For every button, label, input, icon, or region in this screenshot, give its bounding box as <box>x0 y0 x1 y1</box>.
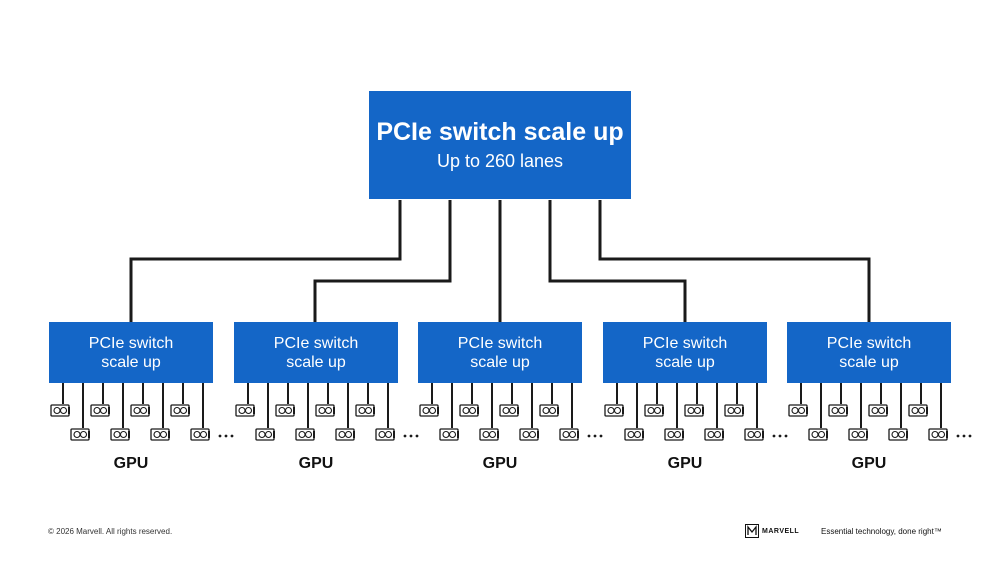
gpu-card-icon <box>519 428 539 441</box>
connector-line-1 <box>129 200 402 322</box>
copyright-text: © 2026 Marvell. All rights reserved. <box>48 527 173 536</box>
gpu-card-icon <box>70 428 90 441</box>
switch-1-line2: scale up <box>101 353 161 371</box>
ellipsis-dot <box>968 434 972 438</box>
gpu-card-icon <box>644 404 664 417</box>
gpu-card-icon <box>150 428 170 441</box>
ellipsis-dot <box>784 434 788 438</box>
ellipsis-dot <box>772 434 776 438</box>
gpu-card-icon <box>724 404 744 417</box>
switch-2-line1: PCIe switch <box>273 334 359 352</box>
top-pcie-switch: PCIe switch scale up Up to 260 lanes <box>369 91 631 199</box>
gpu-card-icon <box>888 428 908 441</box>
gpu-card-icon <box>170 404 190 417</box>
marvell-logo-icon <box>745 524 759 538</box>
gpu-card-icon <box>808 428 828 441</box>
gpu-card-icon <box>559 428 579 441</box>
switch-5-line1: PCIe switch <box>826 334 912 352</box>
switch-4-line2: scale up <box>655 353 715 371</box>
ellipsis-dot <box>956 434 960 438</box>
ellipsis-dot <box>230 434 234 438</box>
switch-5-line2: scale up <box>839 353 899 371</box>
gpu-label-5: GPU <box>851 455 887 472</box>
gpu-card-icon <box>419 404 439 417</box>
pcie-switch-1: PCIe switch scale up <box>49 322 213 383</box>
gpu-card-icon <box>928 428 948 441</box>
pcie-switch-5: PCIe switch scale up <box>787 322 951 383</box>
gpu-card-icon <box>335 428 355 441</box>
gpu-card-icon <box>704 428 724 441</box>
gpu-card-icon <box>439 428 459 441</box>
gpu-group-4 <box>604 383 788 441</box>
ellipsis-dot <box>962 434 966 438</box>
gpu-group-3 <box>419 383 603 441</box>
gpu-label-1: GPU <box>113 455 149 472</box>
ellipsis-dot <box>224 434 228 438</box>
gpu-label-3: GPU <box>482 455 518 472</box>
top-switch-subtitle: Up to 260 lanes <box>436 151 564 171</box>
gpu-card-icon <box>190 428 210 441</box>
gpu-card-icon <box>459 404 479 417</box>
marvell-brand: MARVELL <box>745 524 799 538</box>
ellipsis-dot <box>403 434 407 438</box>
gpu-card-icon <box>499 404 519 417</box>
gpu-label-2: GPU <box>298 455 334 472</box>
gpu-card-icon <box>604 404 624 417</box>
ellipsis-dot <box>415 434 419 438</box>
gpu-card-icon <box>110 428 130 441</box>
connector-line-4 <box>548 200 687 322</box>
gpu-card-icon <box>744 428 764 441</box>
gpu-card-icon <box>355 404 375 417</box>
tagline-text: Essential technology, done right™ <box>821 527 942 536</box>
gpu-card-icon <box>908 404 928 417</box>
ellipsis-dot <box>218 434 222 438</box>
top-switch-title: PCIe switch scale up <box>376 118 624 146</box>
gpu-card-icon <box>50 404 70 417</box>
gpu-card-icon <box>90 404 110 417</box>
gpu-label-4: GPU <box>667 455 703 472</box>
ellipsis-dot <box>587 434 591 438</box>
gpu-card-icon <box>130 404 150 417</box>
top-to-switch-connectors <box>129 200 871 322</box>
switch-2-line2: scale up <box>286 353 346 371</box>
ellipsis-dot <box>593 434 597 438</box>
switch-3-line2: scale up <box>470 353 530 371</box>
gpu-card-icon <box>275 404 295 417</box>
ellipsis-dot <box>409 434 413 438</box>
gpu-card-icon <box>539 404 559 417</box>
switch-4-line1: PCIe switch <box>642 334 728 352</box>
gpu-card-icon <box>828 404 848 417</box>
gpu-card-icon <box>315 404 335 417</box>
gpu-group-1 <box>50 383 234 441</box>
gpu-card-icon <box>848 428 868 441</box>
gpu-card-icon <box>788 404 808 417</box>
gpu-card-icon <box>664 428 684 441</box>
gpu-group-2 <box>235 383 419 441</box>
switch-1-line1: PCIe switch <box>88 334 174 352</box>
gpu-card-icon <box>479 428 499 441</box>
connector-line-5 <box>598 200 871 322</box>
pcie-switch-4: PCIe switch scale up <box>603 322 767 383</box>
gpu-card-icon <box>624 428 644 441</box>
connector-line-2 <box>313 200 452 322</box>
gpu-card-icon <box>235 404 255 417</box>
gpu-card-icon <box>255 428 275 441</box>
gpu-card-icon <box>868 404 888 417</box>
gpu-card-icon <box>295 428 315 441</box>
pcie-switch-2: PCIe switch scale up <box>234 322 398 383</box>
gpu-card-icon <box>684 404 704 417</box>
gpu-card-icon <box>375 428 395 441</box>
ellipsis-dot <box>778 434 782 438</box>
switch-3-line1: PCIe switch <box>457 334 543 352</box>
brand-name: MARVELL <box>762 527 800 535</box>
ellipsis-dot <box>599 434 603 438</box>
gpu-groups <box>50 383 972 441</box>
pcie-switch-3: PCIe switch scale up <box>418 322 582 383</box>
gpu-group-5 <box>788 383 972 441</box>
